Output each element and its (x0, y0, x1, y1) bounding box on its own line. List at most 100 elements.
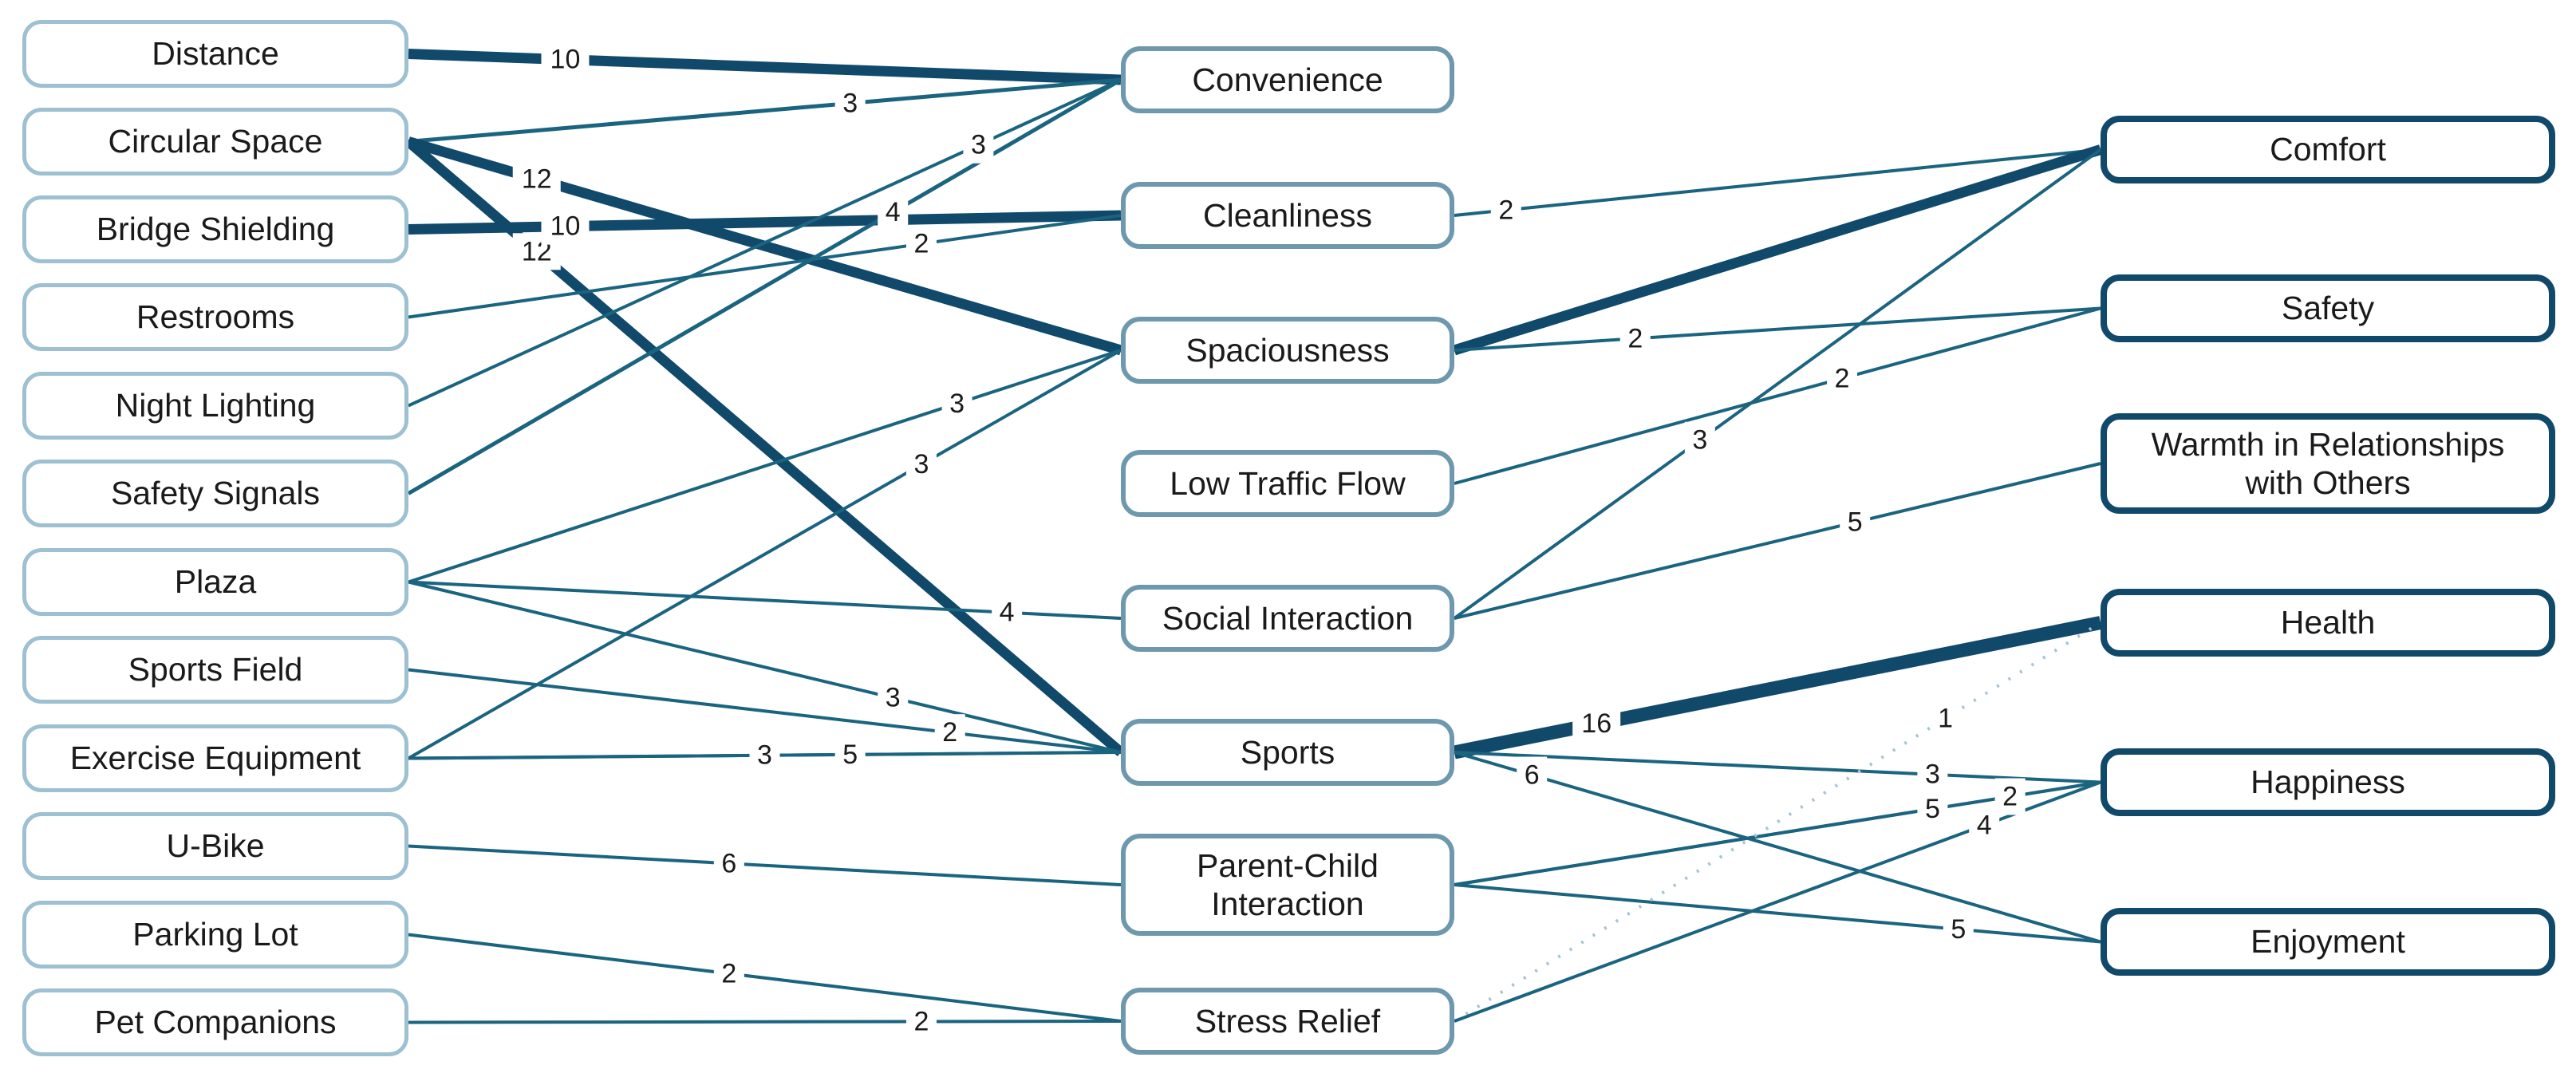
edge-label-backdrop (1917, 756, 1948, 793)
edge-weight-label: 2 (1627, 323, 1643, 353)
node-sports[interactable]: Sports (1121, 719, 1454, 786)
edge-weight-label: 2 (942, 717, 957, 748)
node-label-sports: Sports (1240, 733, 1335, 771)
edge-label-backdrop (1943, 910, 1974, 948)
node-convenience[interactable]: Convenience (1121, 46, 1454, 113)
node-enjoyment[interactable]: Enjoyment (2101, 908, 2555, 976)
edge-weight-label: 2 (913, 1006, 929, 1036)
edge-weight-label: 2 (1498, 195, 1513, 225)
edge-weight-label: 3 (913, 449, 929, 479)
node-label-parentchild: Parent-Child Interaction (1197, 846, 1379, 922)
node-label-signals: Safety Signals (110, 475, 321, 512)
edge-label-backdrop (713, 955, 744, 992)
edge-cleanliness-to-comfort (1454, 148, 2101, 217)
node-traffic[interactable]: Low Traffic Flow (1121, 450, 1454, 517)
node-label-restrooms: Restrooms (136, 298, 295, 336)
node-label-pet: Pet Companions (94, 1004, 337, 1041)
edge-label-backdrop (713, 845, 744, 882)
node-label-lighting: Night Lighting (115, 387, 316, 424)
node-restrooms[interactable]: Restrooms (22, 283, 408, 351)
node-ubike[interactable]: U-Bike (22, 812, 408, 880)
edge-parking-to-stress (408, 933, 1122, 1023)
node-spacious[interactable]: Spaciousness (1121, 317, 1454, 384)
node-label-comfort: Comfort (2270, 131, 2386, 168)
node-label-social: Social Interaction (1162, 599, 1414, 637)
node-distance[interactable]: Distance (22, 20, 408, 88)
edge-weight-label: 6 (721, 848, 736, 878)
node-label-parking: Parking Lot (132, 916, 298, 953)
node-label-sportsfield: Sports Field (128, 651, 303, 688)
edge-label-backdrop (1619, 320, 1651, 357)
node-label-traffic: Low Traffic Flow (1170, 464, 1406, 502)
edge-weight-label: 2 (913, 229, 929, 259)
edge-label-backdrop (963, 126, 994, 164)
edge-weight-label: 5 (1951, 914, 1966, 945)
edge-social-to-comfort (1453, 148, 2102, 620)
edge-weight-label: 5 (1848, 507, 1863, 538)
edge-spacious-to-comfort (1453, 144, 2102, 356)
edge-weight-label: 2 (2002, 781, 2018, 811)
edge-label-backdrop (1684, 421, 1715, 459)
edge-weight-label: 5 (842, 740, 858, 770)
node-parentchild[interactable]: Parent-Child Interaction (1121, 834, 1454, 936)
node-plaza[interactable]: Plaza (22, 548, 408, 616)
node-label-cleanliness: Cleanliness (1203, 196, 1372, 234)
edge-parentchild-to-enjoyment (1454, 883, 2101, 944)
node-lighting[interactable]: Night Lighting (22, 372, 408, 440)
edge-weight-label: 3 (949, 389, 965, 419)
edge-pet-to-stress (408, 1020, 1122, 1024)
edge-weight-label: 4 (886, 197, 901, 227)
edge-weight-label: 3 (1692, 425, 1707, 456)
node-happiness[interactable]: Happiness (2101, 748, 2555, 816)
edge-bridge-to-cleanliness (408, 210, 1122, 235)
edge-weight-label: 3 (842, 88, 858, 118)
node-pet[interactable]: Pet Companions (22, 988, 408, 1056)
node-signals[interactable]: Safety Signals (22, 460, 408, 527)
edge-label-backdrop (1490, 191, 1521, 229)
edge-plaza-to-spacious (408, 349, 1122, 584)
node-circular[interactable]: Circular Space (22, 108, 408, 176)
edge-label-backdrop (1517, 756, 1548, 794)
edge-weight-label: 10 (550, 211, 581, 242)
node-label-warmth: Warmth in Relationships with Others (2151, 425, 2505, 501)
edge-weight-label: 10 (550, 45, 581, 75)
node-cleanliness[interactable]: Cleanliness (1121, 182, 1454, 249)
edge-label-backdrop (749, 736, 780, 774)
edge-label-backdrop (1969, 807, 2000, 844)
edge-label-backdrop (905, 225, 937, 262)
edge-label-backdrop (905, 1003, 937, 1040)
edge-sports-to-happiness (1454, 751, 2101, 784)
edge-label-backdrop (878, 193, 909, 231)
edge-lighting-to-convenience (408, 78, 1122, 408)
node-label-ubike: U-Bike (166, 827, 265, 865)
node-label-convenience: Convenience (1192, 61, 1383, 98)
node-label-exercise: Exercise Equipment (69, 740, 361, 777)
node-sportsfield[interactable]: Sports Field (22, 636, 408, 704)
edge-spacious-to-safety (1454, 306, 2101, 352)
edge-weight-label: 1 (1938, 703, 1953, 733)
edge-restrooms-to-cleanliness (408, 214, 1122, 319)
edge-distance-to-convenience (408, 49, 1122, 85)
node-parking[interactable]: Parking Lot (22, 901, 408, 969)
edge-label-backdrop (834, 85, 866, 122)
node-health[interactable]: Health (2101, 589, 2555, 657)
node-safety[interactable]: Safety (2101, 274, 2555, 342)
edge-label-backdrop (1840, 503, 1871, 541)
node-exercise[interactable]: Exercise Equipment (22, 724, 408, 792)
node-comfort[interactable]: Comfort (2101, 116, 2555, 183)
edge-label-backdrop (1994, 778, 2026, 815)
node-social[interactable]: Social Interaction (1121, 585, 1454, 652)
edge-exercise-to-spacious (408, 349, 1122, 760)
edge-stress-to-happiness (1454, 780, 2101, 1023)
node-label-enjoyment: Enjoyment (2251, 923, 2405, 961)
node-warmth[interactable]: Warmth in Relationships with Others (2101, 413, 2555, 514)
node-stress[interactable]: Stress Relief (1121, 988, 1454, 1055)
edge-weight-label: 12 (522, 164, 552, 195)
node-label-bridge: Bridge Shielding (96, 211, 335, 248)
node-label-plaza: Plaza (174, 563, 257, 601)
edge-social-to-warmth (1454, 462, 2101, 620)
edge-weight-label: 3 (1925, 760, 1940, 790)
node-bridge[interactable]: Bridge Shielding (22, 195, 408, 263)
